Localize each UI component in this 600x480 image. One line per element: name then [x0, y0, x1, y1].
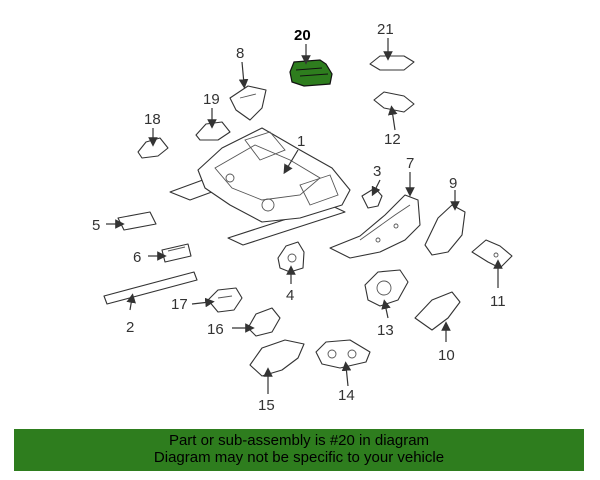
callout-5: 5 [92, 217, 100, 234]
callout-18: 18 [144, 111, 161, 128]
callout-11: 11 [490, 293, 506, 310]
callout-13: 13 [377, 322, 394, 339]
banner-line-2: Diagram may not be specific to your vehi… [153, 449, 445, 466]
callout-17: 17 [171, 296, 188, 313]
part-15-shell[interactable] [249, 339, 305, 377]
part-10-trim[interactable] [414, 291, 461, 331]
part-4-motor[interactable] [277, 241, 305, 273]
part-17-handle[interactable] [207, 287, 243, 313]
callout-12: 12 [384, 131, 401, 148]
part-3-bracket[interactable] [361, 187, 383, 209]
callout-labels: 1 2 3 4 5 6 7 8 9 10 11 12 13 14 15 16 1… [92, 21, 506, 414]
callout-1: 1 [297, 133, 305, 150]
part-20-highlighted[interactable] [289, 59, 333, 87]
part-16-cover[interactable] [247, 307, 281, 337]
callout-8: 8 [236, 45, 244, 62]
callout-14: 14 [338, 387, 355, 404]
callout-20: 20 [294, 27, 311, 44]
part-6-switch[interactable] [161, 243, 192, 263]
callout-9: 9 [449, 175, 457, 192]
callout-3: 3 [373, 163, 381, 180]
info-banner: Part or sub-assembly is #20 in diagram D… [14, 429, 584, 471]
callout-7: 7 [406, 155, 414, 172]
callout-2: 2 [126, 319, 134, 336]
part-7-side-shield[interactable] [329, 194, 421, 259]
part-18-clip[interactable] [137, 137, 169, 159]
part-13-round-trim[interactable] [364, 269, 409, 307]
callout-16: 16 [207, 321, 224, 338]
callout-6: 6 [133, 249, 141, 266]
callout-21: 21 [377, 21, 394, 38]
part-8-hinge-cover[interactable] [229, 85, 267, 121]
part-1-seat-frame[interactable] [169, 127, 351, 246]
callout-15: 15 [258, 397, 275, 414]
banner-line-1: Part or sub-assembly is #20 in diagram [168, 432, 430, 449]
part-21-bracket[interactable] [369, 55, 415, 71]
part-5-module[interactable] [117, 211, 157, 231]
part-11-clip[interactable] [471, 239, 513, 269]
callout-10: 10 [438, 347, 455, 364]
part-14-knob-cover[interactable] [315, 339, 371, 369]
part-12-bracket[interactable] [373, 91, 415, 113]
callout-19: 19 [203, 91, 220, 108]
part-19-clip[interactable] [195, 121, 231, 141]
leader-lines [106, 38, 503, 394]
part-9-trim-cover[interactable] [424, 204, 466, 256]
callout-4: 4 [286, 287, 294, 304]
